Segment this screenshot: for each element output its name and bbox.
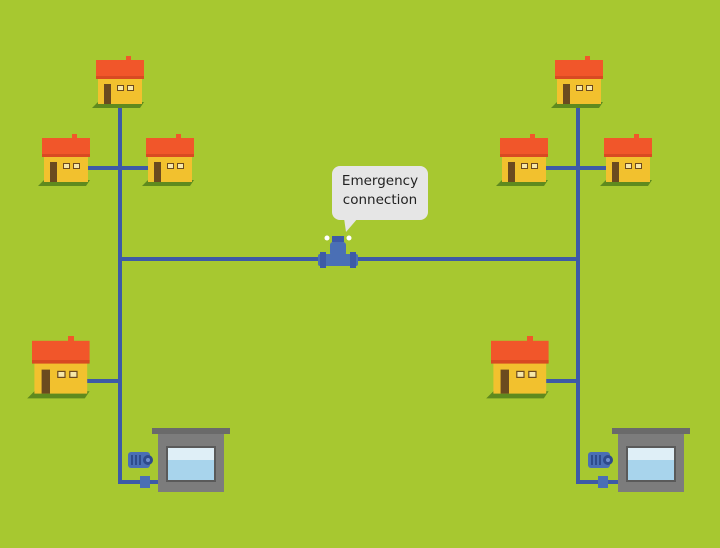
left-house-mid-left xyxy=(38,134,90,186)
right-network xyxy=(486,56,690,492)
right-house-mid-right xyxy=(600,134,652,186)
left-water-tank xyxy=(152,428,230,492)
left-network xyxy=(27,56,230,492)
right-water-tank xyxy=(612,428,690,492)
left-house-top xyxy=(92,56,144,108)
callout-bubble xyxy=(332,166,428,232)
left-house-lower xyxy=(27,336,90,399)
right-pump-icon xyxy=(588,452,613,468)
right-pump-valve xyxy=(598,476,608,488)
right-house-top xyxy=(551,56,603,108)
left-pump-valve xyxy=(140,476,150,488)
left-house-mid-right xyxy=(142,134,194,186)
valve-icon xyxy=(318,235,358,268)
callout-text: Emergency connection xyxy=(341,173,419,208)
right-house-lower xyxy=(486,336,549,399)
right-house-mid-left xyxy=(496,134,548,186)
left-pump-icon xyxy=(128,452,153,468)
